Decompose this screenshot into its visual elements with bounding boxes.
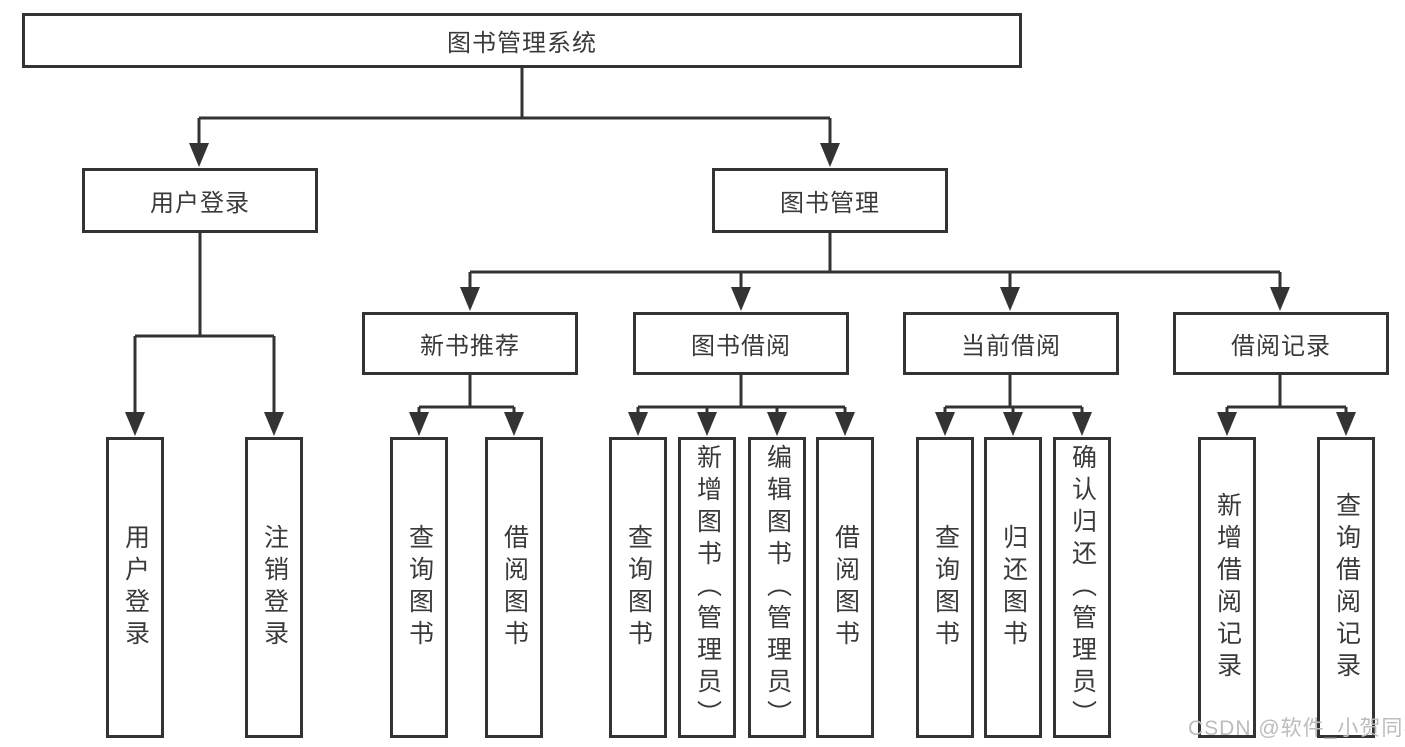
connector-arrowheads <box>125 143 1356 436</box>
leaf-label: 查询借阅记录 <box>1332 491 1361 684</box>
leaf-label: 查询图书 <box>931 523 960 652</box>
node-label: 借阅记录 <box>1231 333 1331 360</box>
leaf-query-books-current: 查询图书 <box>916 437 974 738</box>
node-label: 用户登录 <box>150 190 250 217</box>
leaf-label: 注销登录 <box>260 523 289 652</box>
leaf-label: 确认归还（管理员） <box>1068 443 1097 732</box>
node-label: 图书借阅 <box>691 333 791 360</box>
node-library-management-system: 图书管理系统 <box>22 13 1022 68</box>
leaf-label: 查询图书 <box>405 523 434 652</box>
leaf-label: 新增图书（管理员） <box>693 443 722 732</box>
node-label: 图书管理系统 <box>447 30 597 57</box>
connector-strokes <box>133 68 1348 414</box>
node-label: 新书推荐 <box>420 333 520 360</box>
node-borrowing-records: 借阅记录 <box>1173 312 1389 375</box>
leaf-query-borrow-record: 查询借阅记录 <box>1317 437 1375 738</box>
leaf-label: 编辑图书（管理员） <box>763 443 792 732</box>
leaf-label: 用户登录 <box>121 523 150 652</box>
csdn-watermark: CSDN @软件_小贺同学 <box>1188 717 1405 740</box>
node-new-book-recommendation: 新书推荐 <box>362 312 578 375</box>
leaf-label: 新增借阅记录 <box>1213 491 1242 684</box>
node-user-login: 用户登录 <box>82 168 318 233</box>
leaf-borrow-books-recommend: 借阅图书 <box>485 437 543 738</box>
leaf-return-books: 归还图书 <box>984 437 1042 738</box>
leaf-label: 查询图书 <box>624 523 653 652</box>
leaf-label: 归还图书 <box>999 523 1028 652</box>
leaf-query-books-borrow: 查询图书 <box>609 437 667 738</box>
node-current-borrowing: 当前借阅 <box>903 312 1119 375</box>
node-label: 当前借阅 <box>961 333 1061 360</box>
leaf-confirm-return-admin: 确认归还（管理员） <box>1053 437 1111 738</box>
leaf-user-login: 用户登录 <box>106 437 164 738</box>
leaf-logout: 注销登录 <box>245 437 303 738</box>
leaf-borrow-books: 借阅图书 <box>816 437 874 738</box>
leaf-query-books-recommend: 查询图书 <box>390 437 448 738</box>
leaf-add-books-admin: 新增图书（管理员） <box>678 437 736 738</box>
node-book-borrowing: 图书借阅 <box>633 312 849 375</box>
leaf-add-borrow-record: 新增借阅记录 <box>1198 437 1256 738</box>
leaf-label: 借阅图书 <box>500 523 529 652</box>
leaf-label: 借阅图书 <box>831 523 860 652</box>
node-label: 图书管理 <box>780 190 880 217</box>
leaf-edit-books-admin: 编辑图书（管理员） <box>748 437 806 738</box>
node-book-management: 图书管理 <box>712 168 948 233</box>
